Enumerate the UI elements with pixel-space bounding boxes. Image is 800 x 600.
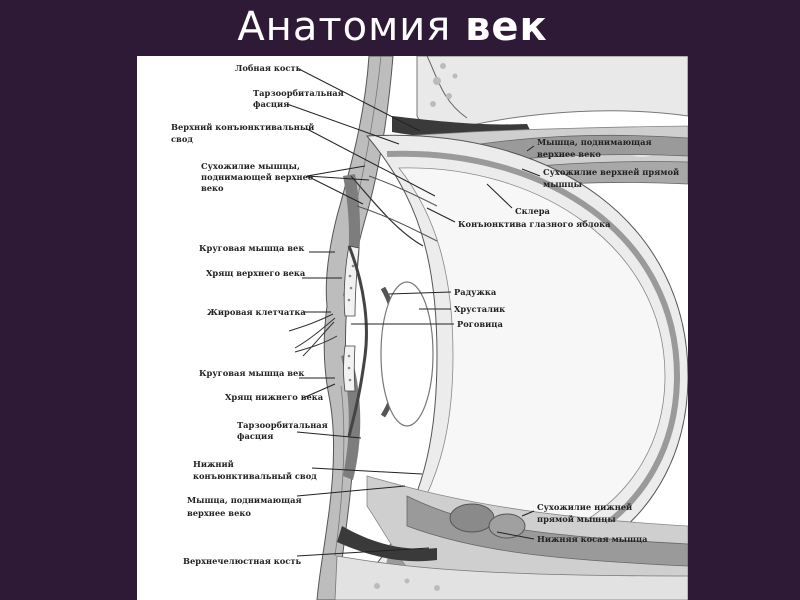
title-regular: Анатомия [237, 4, 452, 50]
slide-title: Анатомия век [0, 4, 785, 50]
label-tarso-orbital-fascia-bottom-2: фасция [237, 431, 273, 441]
label-lower-fornix-2: конъюнктивальный свод [193, 471, 317, 481]
label-levator-tendon-2: поднимающей верхнее [201, 172, 313, 182]
eyelid-diagram: Лобная кость Тарзоорбитальная фасция Вер… [171, 56, 688, 600]
label-orbicularis-upper: Круговая мышца век [199, 243, 304, 253]
label-iris: Радужка [454, 287, 497, 297]
label-levator-tendon-1: Сухожилие мышцы, [201, 161, 300, 172]
label-upper-tarsus: Хрящ верхнего века [206, 268, 306, 278]
label-superior-rectus-tendon-2: мышцы [543, 179, 582, 189]
label-frontal-bone: Лобная кость [235, 63, 302, 73]
label-maxillary-bone: Верхнечелюстная кость [183, 556, 301, 566]
label-bulbar-conjunctiva: Конъюнктива глазного яблока [458, 219, 611, 229]
label-inferior-oblique: Нижняя косая мышца [537, 534, 648, 544]
label-lower-tarsus: Хрящ нижнего века [225, 392, 324, 402]
label-tarso-orbital-fascia-top-1: Тарзоорбитальная [253, 88, 344, 98]
labels: Лобная кость Тарзоорбитальная фасция Вер… [171, 63, 679, 566]
label-levator-muscle-2: верхнее веко [537, 149, 601, 159]
eyelid-anatomy-figure: Лобная кость Тарзоорбитальная фасция Вер… [137, 56, 688, 600]
title-bold: век [465, 4, 548, 50]
label-upper-fornix-2: свод [171, 134, 193, 144]
label-levator-lower-2: верхнее веко [187, 508, 251, 518]
label-levator-tendon-3: веко [201, 183, 224, 193]
label-superior-rectus-tendon-1: Сухожилие верхней прямой [543, 167, 679, 177]
anatomy-drawing [288, 56, 688, 600]
label-levator-muscle-1: Мышца, поднимающая [537, 137, 652, 148]
label-lens: Хрусталик [454, 304, 505, 314]
label-sclera: Склера [515, 206, 551, 216]
label-fat-tissue: Жировая клетчатка [207, 307, 306, 317]
label-inferior-rectus-tendon-1: Сухожилие нижней [537, 502, 632, 512]
label-levator-lower-1: Мышца, поднимающая [187, 495, 302, 506]
label-inferior-rectus-tendon-2: прямой мышцы [537, 514, 616, 524]
label-tarso-orbital-fascia-bottom-1: Тарзоорбитальная [237, 420, 328, 430]
label-tarso-orbital-fascia-top-2: фасция [253, 99, 289, 109]
label-cornea: Роговица [457, 319, 503, 329]
label-lower-fornix-1: Нижний [193, 459, 234, 469]
label-upper-fornix-1: Верхний конъюнктивальный [171, 122, 314, 132]
label-orbicularis-lower: Круговая мышца век [199, 368, 304, 378]
leader-lines [286, 67, 541, 557]
